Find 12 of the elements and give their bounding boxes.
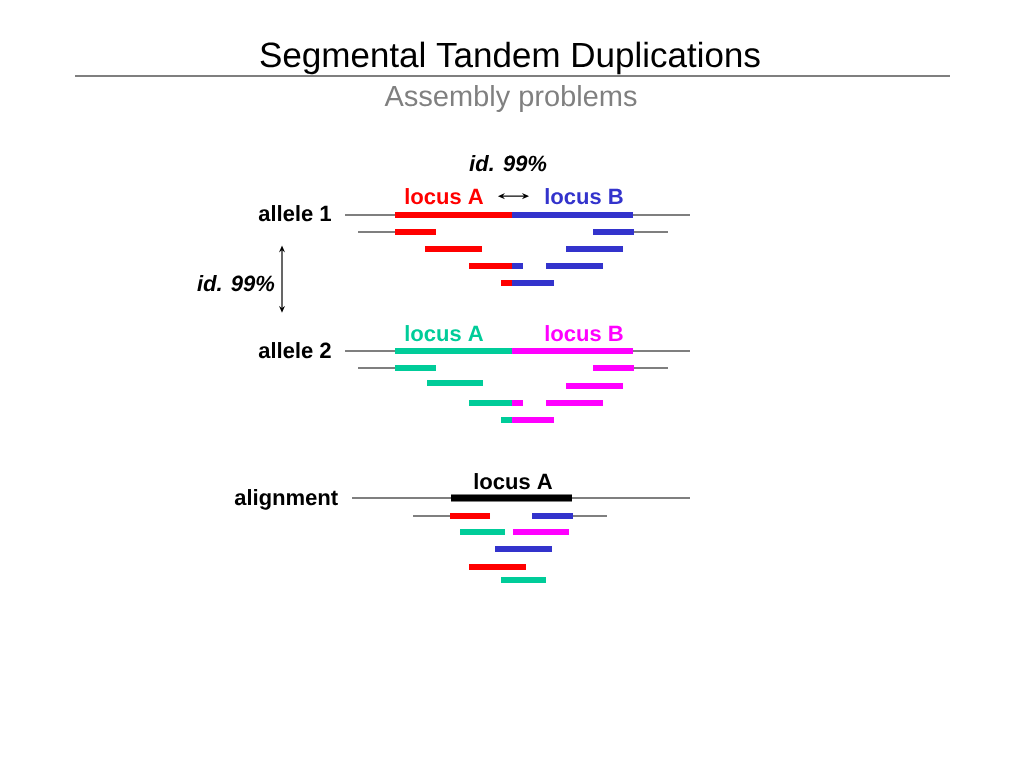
locus-label: locus A bbox=[405, 325, 484, 342]
locus-label: locus B bbox=[545, 325, 623, 342]
locus-label: locus B bbox=[545, 188, 623, 205]
sequence-label: allele 2 bbox=[258, 342, 331, 359]
title: Segmental Tandem Duplications bbox=[260, 41, 760, 75]
edge-label: id. 99% bbox=[469, 155, 547, 172]
locus-label: locus A bbox=[405, 188, 484, 205]
sequence-label: allele 1 bbox=[258, 205, 331, 222]
edge-label: id. 99% bbox=[197, 275, 275, 292]
subtitle: Assembly problems bbox=[384, 85, 637, 112]
sequence-label: alignment bbox=[234, 489, 338, 510]
locus-label: locus A bbox=[474, 473, 553, 490]
